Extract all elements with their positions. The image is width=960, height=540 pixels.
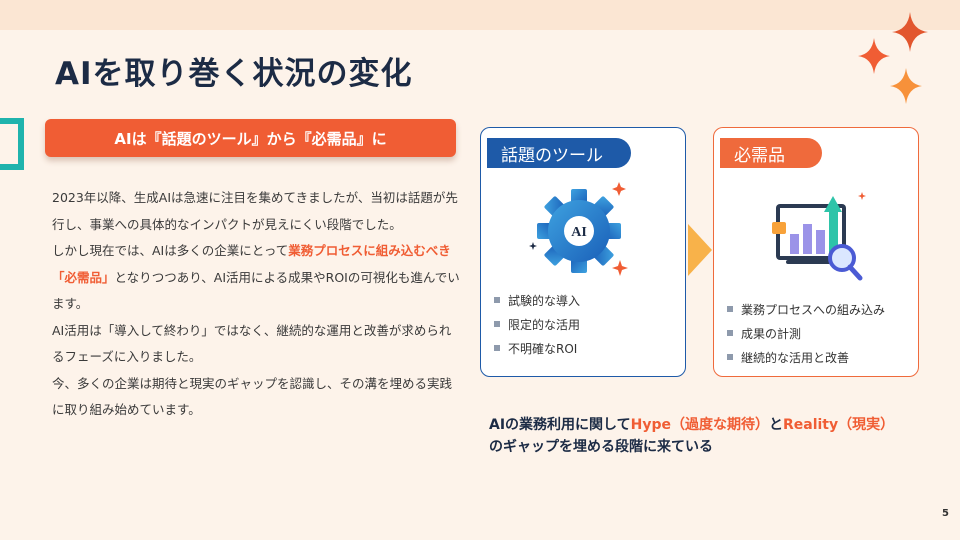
- summary-part: AIの業務利用に関して: [489, 417, 631, 433]
- card-list: 試験的な導入 限定的な活用 不明確なROI: [494, 288, 580, 360]
- page-title: AIを取り巻く状況の変化: [55, 56, 413, 92]
- bullet-icon: [727, 306, 733, 312]
- list-item: 試験的な導入: [494, 288, 580, 312]
- summary-line: のギャップを埋める段階に来ている: [489, 439, 713, 455]
- body-text: 2023年以降、生成AIは急速に注目を集めてきましたが、当初は話題が先行し、事業…: [52, 185, 462, 424]
- bullet-icon: [494, 345, 500, 351]
- arrow-right-icon: [688, 224, 712, 276]
- summary-reality: Reality（現実）: [782, 417, 895, 433]
- decorative-bracket: [0, 118, 24, 170]
- summary-line: AIの業務利用に関してHype（過度な期待）とReality（現実）: [489, 414, 919, 436]
- gear-ai-icon: AI: [529, 182, 628, 276]
- card-tab: 必需品: [720, 138, 822, 168]
- paragraph: AI活用は「導入して終わり」ではなく、継続的な運用と改善が求められるフェーズに入…: [52, 322, 452, 365]
- svg-text:AI: AI: [571, 225, 587, 240]
- list-item: 不明確なROI: [494, 336, 580, 360]
- paragraph-highlight: 業務プロセスに組み込むべき「必需品」: [52, 243, 451, 285]
- paragraph-text: しかし現在では、AIは多くの企業にとって: [52, 243, 289, 258]
- paragraph: しかし現在では、AIは多くの企業にとって業務プロセスに組み込むべき「必需品」とな…: [52, 238, 462, 318]
- card-trending-tool: 話題のツール AI 試験的な導入 限定的な活用 不明確なROI: [480, 127, 686, 377]
- bullet-icon: [494, 297, 500, 303]
- paragraph-text: となりつつあり、AI活用による成果やROIの可視化も進んでいます。: [52, 269, 460, 312]
- list-item-label: 業務プロセスへの組み込み: [741, 302, 886, 317]
- card-list: 業務プロセスへの組み込み 成果の計測 継続的な活用と改善: [727, 297, 885, 369]
- bullet-icon: [494, 321, 500, 327]
- list-item-label: 成果の計測: [741, 326, 802, 341]
- summary-hype: Hype（過度な期待）: [630, 417, 769, 433]
- growth-chart-magnifier-icon: [772, 192, 866, 281]
- bullet-icon: [727, 354, 733, 360]
- list-item: 業務プロセスへの組み込み: [727, 297, 885, 321]
- sparkle-icon: [858, 12, 928, 104]
- top-band: [0, 0, 960, 30]
- paragraph: 今、多くの企業は期待と現実のギャップを認識し、その溝を埋める実践に取り組み始めて…: [52, 375, 453, 418]
- bullet-icon: [727, 330, 733, 336]
- list-item-label: 試験的な導入: [508, 293, 581, 308]
- list-item-label: 限定的な活用: [508, 317, 581, 332]
- card-essential: 必需品 業務プロセスへの組み込み 成果の計測 継続的な活用と改善: [713, 127, 919, 377]
- list-item: 限定的な活用: [494, 312, 580, 336]
- list-item-label: 継続的な活用と改善: [741, 350, 850, 365]
- list-item-label: 不明確なROI: [508, 341, 578, 356]
- page-number: 5: [942, 508, 949, 519]
- summary-part: と: [768, 417, 783, 433]
- list-item: 継続的な活用と改善: [727, 345, 885, 369]
- list-item: 成果の計測: [727, 321, 885, 345]
- card-tab: 話題のツール: [487, 138, 631, 168]
- paragraph: 2023年以降、生成AIは急速に注目を集めてきましたが、当初は話題が先行し、事業…: [52, 190, 458, 232]
- section-banner: AIは『話題のツール』から『必需品』に: [45, 119, 456, 157]
- summary-text: AIの業務利用に関してHype（過度な期待）とReality（現実） のギャップ…: [489, 414, 919, 458]
